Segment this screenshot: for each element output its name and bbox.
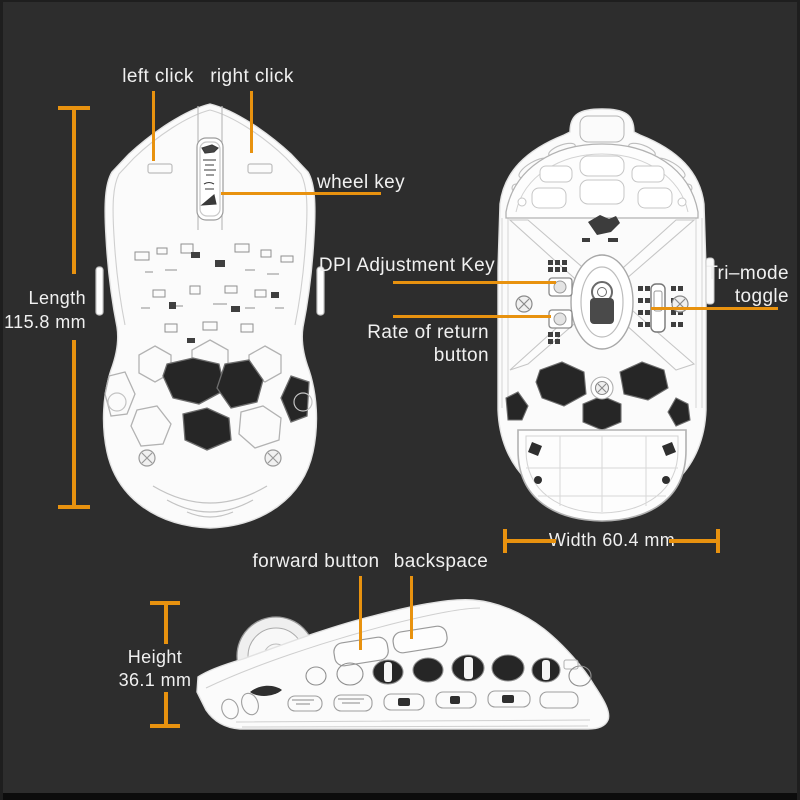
rate-of-return-label: Rate of return button [367, 321, 489, 367]
rate-of-return-leader-line [393, 315, 551, 318]
height-dim-line-lower [164, 692, 168, 726]
mouse-bottom-view-illustration [497, 108, 715, 522]
dpi-adjustment-key-label: DPI Adjustment Key [318, 255, 495, 276]
length-dim-cap-bottom [58, 505, 90, 509]
width-dim-cap-right [716, 529, 720, 553]
backspace-leader-line [410, 576, 413, 639]
sensor-assembly [570, 254, 634, 350]
tri-mode-line2: toggle [734, 286, 789, 307]
mouse-top-view-illustration [95, 103, 325, 529]
rate-of-return-button [548, 309, 573, 329]
length-dim-cap-top [58, 106, 90, 110]
left-click-leader-line [152, 91, 155, 161]
length-name: Length [28, 288, 86, 308]
forward-button-label: forward button [252, 551, 380, 572]
dpi-leader-line [393, 281, 556, 284]
lower-honeycomb [505, 361, 691, 431]
height-name: Height [127, 647, 183, 667]
width-dimension-label: Width 60.4 mm [548, 530, 676, 550]
rate-of-return-line2: button [433, 345, 489, 366]
height-dim-cap-top [150, 601, 180, 605]
length-dimension-label: Length 115.8 mm [4, 286, 86, 334]
height-dim-cap-bottom [150, 724, 180, 728]
screw-icon [138, 449, 156, 467]
bottom-letterbox-bar [3, 793, 797, 800]
forward-button-leader-line [359, 576, 362, 650]
palm-dome [505, 143, 699, 219]
tri-mode-line1: Tri–mode [706, 263, 789, 284]
scroll-wheel-window [196, 137, 224, 221]
rate-of-return-line1: Rate of return [367, 322, 489, 343]
length-dim-line-upper [72, 110, 76, 274]
bottom-skate-pad [517, 429, 687, 522]
width-dim-cap-left [503, 529, 507, 553]
honeycomb-shell [104, 339, 310, 451]
height-value: 36.1 mm [118, 670, 192, 690]
top-view-outline [102, 103, 318, 529]
screw-icon [264, 449, 282, 467]
left-click-label: left click [122, 66, 194, 87]
length-dim-line-lower [72, 340, 76, 507]
right-click-leader-line [250, 91, 253, 153]
internal-components [134, 243, 294, 333]
pcb-bird-art [582, 215, 620, 242]
wheel-calligraphy-art [200, 144, 219, 206]
width-dim-line-left [507, 539, 556, 543]
width-dim-line-right [669, 539, 718, 543]
length-value: 115.8 mm [4, 312, 86, 332]
right-click-label: right click [210, 66, 294, 87]
wheel-key-leader-line [221, 192, 381, 195]
screw-icon [590, 376, 614, 400]
tri-mode-leader-line [651, 307, 778, 310]
screw-icon [515, 295, 533, 313]
sensor-lock-icon [590, 281, 614, 324]
mouse-side-view-illustration [196, 599, 610, 730]
height-dim-line-upper [164, 605, 168, 644]
tri-mode-toggle-label: Tri–mode toggle [706, 262, 789, 308]
wheel-key-label: wheel key [316, 172, 406, 193]
backspace-label: backspace [393, 551, 489, 572]
backspace-button-shape [392, 625, 448, 654]
height-dimension-label: Height 36.1 mm [119, 646, 192, 692]
